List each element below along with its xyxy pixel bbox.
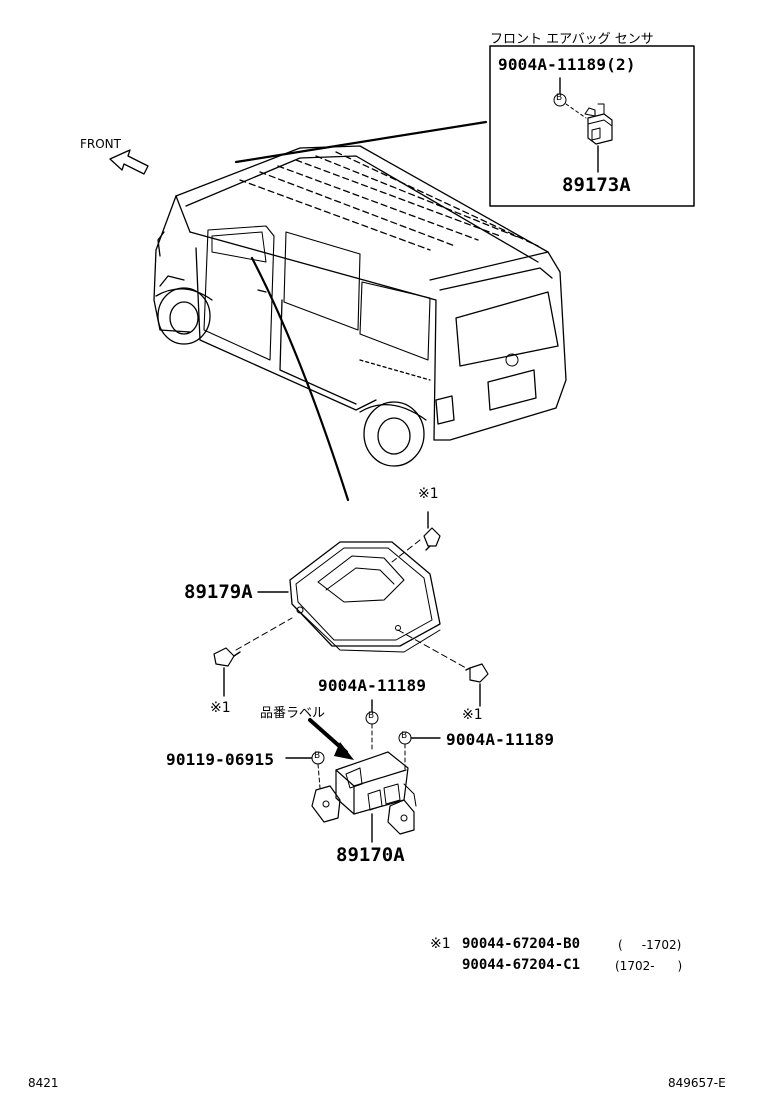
sensor-box-title: フロント エアバッグ センサ (490, 32, 654, 47)
bolt-marker-circle (553, 93, 567, 107)
note-row-2-range: (1702- ) (615, 959, 683, 973)
note-row-1-range: ( -1702) (618, 938, 682, 952)
sensor-bolt-marker: B (556, 93, 563, 103)
module-screw-marker: B (314, 751, 321, 761)
cover-clip-right-icon (465, 663, 489, 683)
front-direction-arrow-icon (109, 149, 149, 175)
cover-clip-top-mark: ※1 (418, 486, 439, 502)
module-bolt-right-marker: B (401, 731, 408, 741)
front-airbag-sensor-icon (584, 103, 613, 145)
sensor-detail-box (489, 45, 695, 207)
footer-right-code: 849657-E (668, 1076, 726, 1090)
cover-clip-top-icon (423, 527, 441, 551)
module-bolt-top-part-number[interactable]: 9004A-11189 (318, 676, 427, 695)
module-part-number[interactable]: 89170A (336, 844, 405, 866)
cover-part-number[interactable]: 89179A (184, 581, 253, 603)
airbag-control-module-illustration (311, 751, 417, 835)
module-bolt-top-marker: B (368, 711, 375, 721)
part-number-label-note: 品番ラベル (260, 706, 326, 721)
cover-clip-left-mark: ※1 (210, 700, 231, 716)
vehicle-illustration (153, 145, 567, 467)
module-bolt-right-part-number[interactable]: 9004A-11189 (446, 730, 555, 749)
module-screw-part-number[interactable]: 90119-06915 (166, 750, 275, 769)
note-row-2-part[interactable]: 90044-67204-C1 (462, 957, 581, 973)
sensor-part-number[interactable]: 89173A (562, 174, 631, 196)
note-mark: ※1 (430, 936, 451, 952)
footer-left-code: 8421 (28, 1076, 59, 1090)
module-cover-illustration (289, 541, 441, 653)
front-label: FRONT (80, 137, 121, 151)
sensor-bolt-part-number[interactable]: 9004A-11189(2) (498, 55, 636, 74)
cover-clip-left-icon (213, 647, 241, 667)
cover-clip-right-mark: ※1 (462, 707, 483, 723)
note-row-1-part[interactable]: 90044-67204-B0 (462, 936, 581, 952)
